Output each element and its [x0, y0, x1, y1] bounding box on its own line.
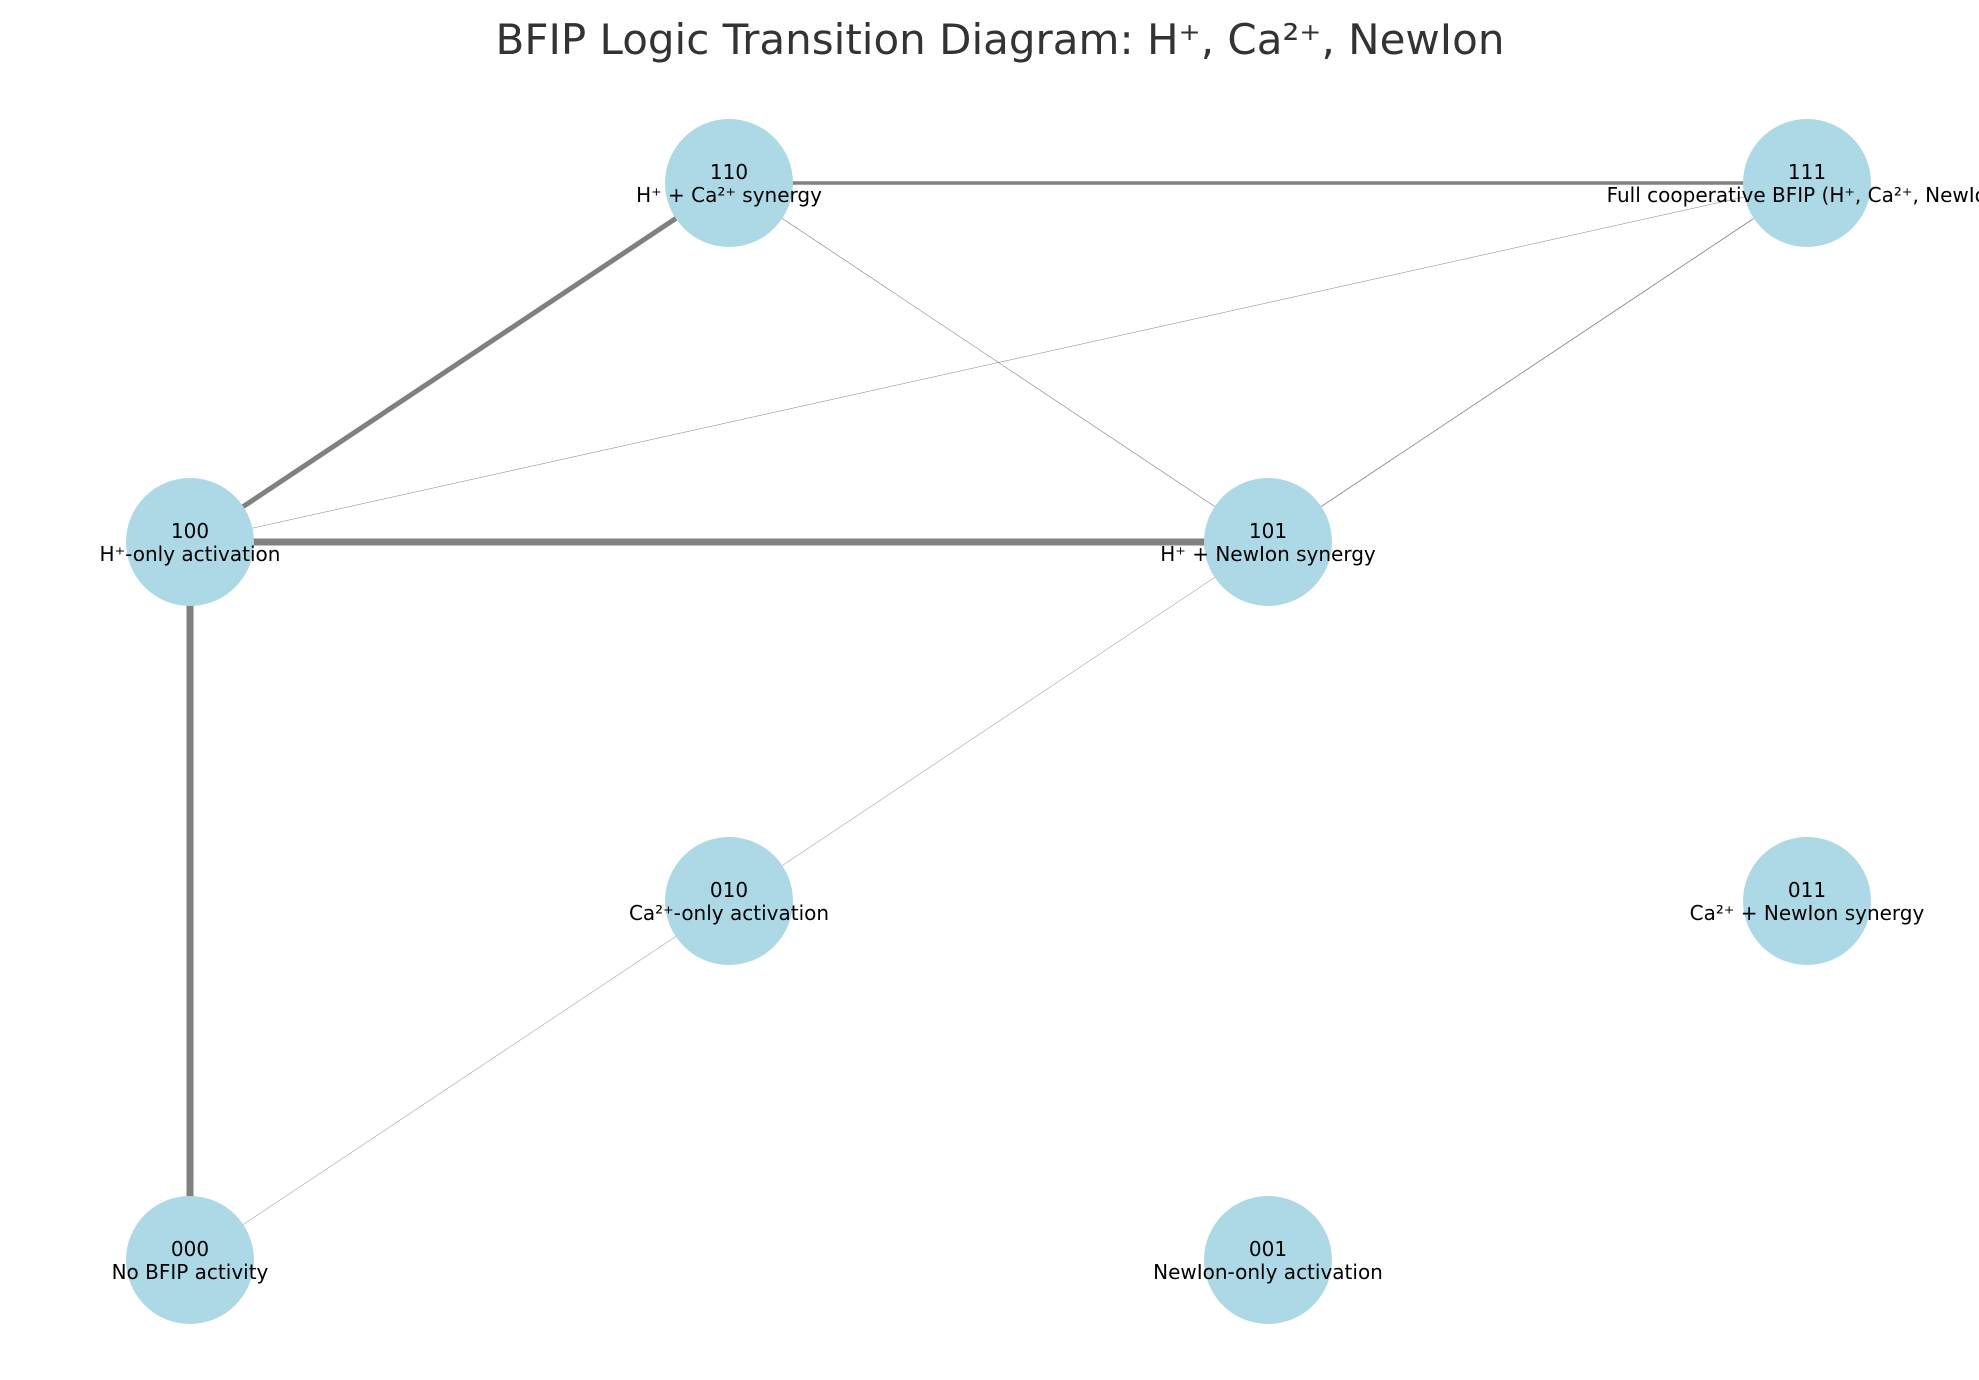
node-code-000: 000 — [171, 1237, 209, 1261]
node-desc-000: No BFIP activity — [112, 1260, 269, 1284]
node-circle-101 — [1204, 478, 1332, 606]
node-code-111: 111 — [1788, 160, 1826, 184]
node-code-001: 001 — [1249, 1237, 1287, 1261]
node-circle-001 — [1204, 1196, 1332, 1324]
node-desc-001: NewIon-only activation — [1153, 1260, 1383, 1284]
edges-layer — [186, 180, 1808, 1261]
node-desc-100: H⁺-only activation — [100, 542, 281, 566]
node-desc-101: H⁺ + NewIon synergy — [1160, 542, 1376, 566]
edge-101-111 — [1267, 182, 1808, 543]
node-circle-000 — [126, 1196, 254, 1324]
edge-100-110 — [188, 180, 731, 545]
node-code-110: 110 — [710, 160, 748, 184]
node-code-011: 011 — [1788, 878, 1826, 902]
node-desc-010: Ca²⁺-only activation — [629, 901, 829, 925]
diagram-title: BFIP Logic Transition Diagram: H⁺, Ca²⁺,… — [496, 15, 1505, 64]
edge-010-101 — [728, 541, 1269, 902]
node-circle-111 — [1743, 119, 1871, 247]
node-code-101: 101 — [1249, 519, 1287, 543]
node-desc-110: H⁺ + Ca²⁺ synergy — [636, 183, 822, 207]
edge-110-101 — [728, 182, 1269, 543]
node-circle-100 — [126, 478, 254, 606]
node-circle-011 — [1743, 837, 1871, 965]
node-circle-110 — [665, 119, 793, 247]
node-code-010: 010 — [710, 878, 748, 902]
node-desc-111: Full cooperative BFIP (H⁺, Ca²⁺, NewIon) — [1607, 183, 1979, 207]
node-desc-011: Ca²⁺ + NewIon synergy — [1690, 901, 1925, 925]
edge-000-010 — [189, 900, 730, 1261]
node-code-100: 100 — [171, 519, 209, 543]
node-circle-010 — [665, 837, 793, 965]
